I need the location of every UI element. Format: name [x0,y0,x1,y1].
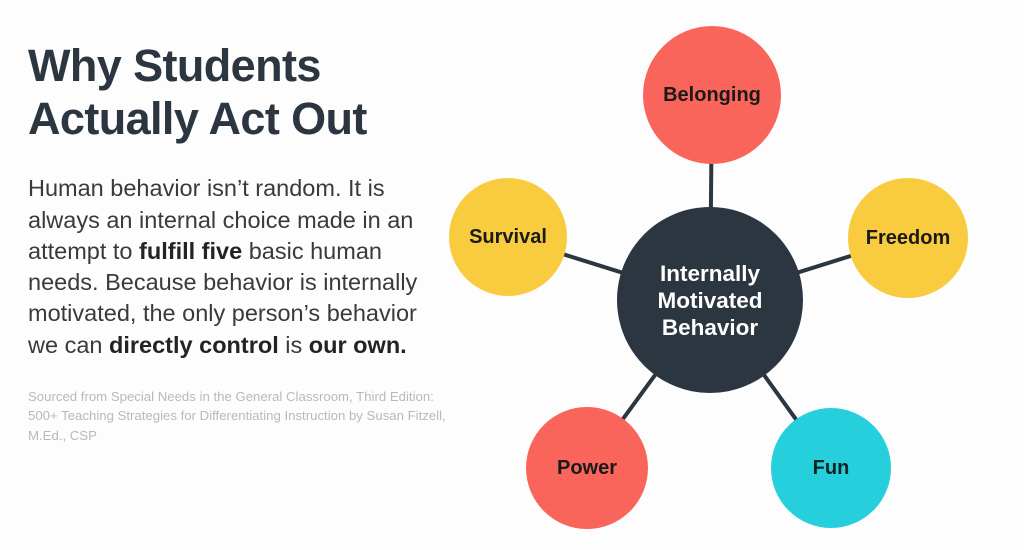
connector-freedom [794,253,855,275]
node-fun-label: Fun [812,456,850,479]
body-text-part2: basic human needs. Because behavior is i… [28,237,418,358]
body-emphasis-fulfill-five: fulfill five [139,237,243,264]
connector-power [619,371,659,423]
node-belonging-label: Belonging [663,83,761,106]
connector-fun [761,371,800,423]
node-power-label: Power [556,456,618,479]
connector-survival [560,251,626,275]
node-freedom[interactable]: Freedom [848,178,968,298]
body-text-part1: Human behavior isn’t random. It is alway… [28,175,414,264]
text-column: Why Students Actually Act Out Human beha… [28,40,448,445]
node-fun[interactable]: Fun [771,408,891,528]
body-emphasis-directly-control: directly control [109,331,279,358]
body-text-part3: is [278,331,309,358]
node-power[interactable]: Power [526,407,648,529]
page-title: Why Students Actually Act Out [28,40,367,144]
body-emphasis-our-own: our own. [308,331,407,358]
source-attribution: Sourced from Special Needs in the Genera… [28,388,446,443]
center-node-internally-motivated-behavior-label: Internally Motivated Behavior [657,260,763,340]
body-paragraph: Human behavior isn’t random. It is alway… [28,145,420,361]
node-freedom-label: Freedom [865,226,951,249]
node-belonging[interactable]: Belonging [643,26,781,164]
node-survival-label: Survival [469,225,547,248]
node-survival[interactable]: Survival [449,178,567,296]
center-node-internally-motivated-behavior[interactable]: Internally Motivated Behavior [617,207,803,393]
connector-lines-group [560,159,855,423]
